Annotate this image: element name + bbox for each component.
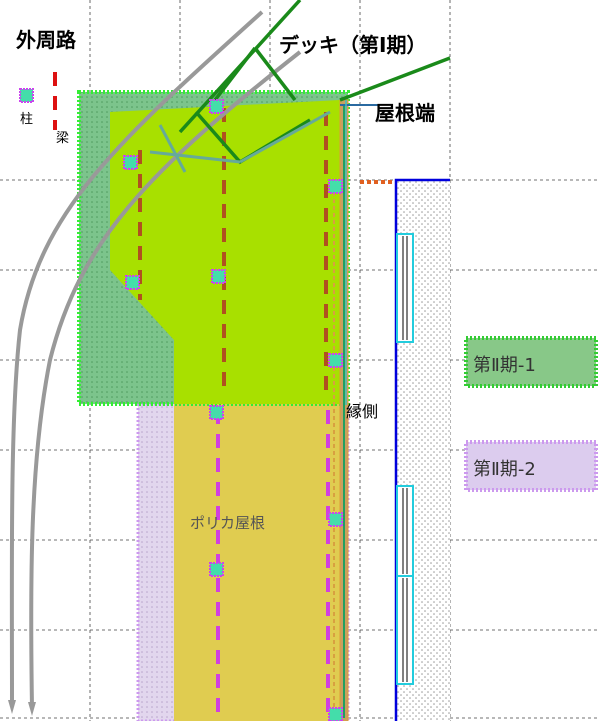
legend-phase2-2: 第Ⅱ期-2: [464, 440, 598, 492]
window-frames: [396, 233, 414, 685]
veranda-label: 縁側: [346, 402, 378, 421]
deck-phase1-label: デッキ（第Ⅰ期）: [279, 33, 426, 57]
beam-label: 梁: [56, 131, 69, 146]
outer-road-label: 外周路: [16, 28, 77, 52]
column-markers: [19, 88, 343, 722]
legend-phase2-2-label: 第Ⅱ期-2: [473, 459, 536, 480]
polycarbonate-roof-label: ポリカ屋根: [190, 514, 265, 532]
outer-road-lines: [9, 10, 302, 709]
legend-phase2-1: 第Ⅱ期-1: [464, 336, 598, 388]
column-label: 柱: [20, 112, 33, 127]
roof-edge-label: 屋根端: [375, 101, 435, 125]
polycarbonate-roof-area: [174, 404, 340, 721]
legend-phase2-1-label: 第Ⅱ期-1: [473, 355, 536, 376]
